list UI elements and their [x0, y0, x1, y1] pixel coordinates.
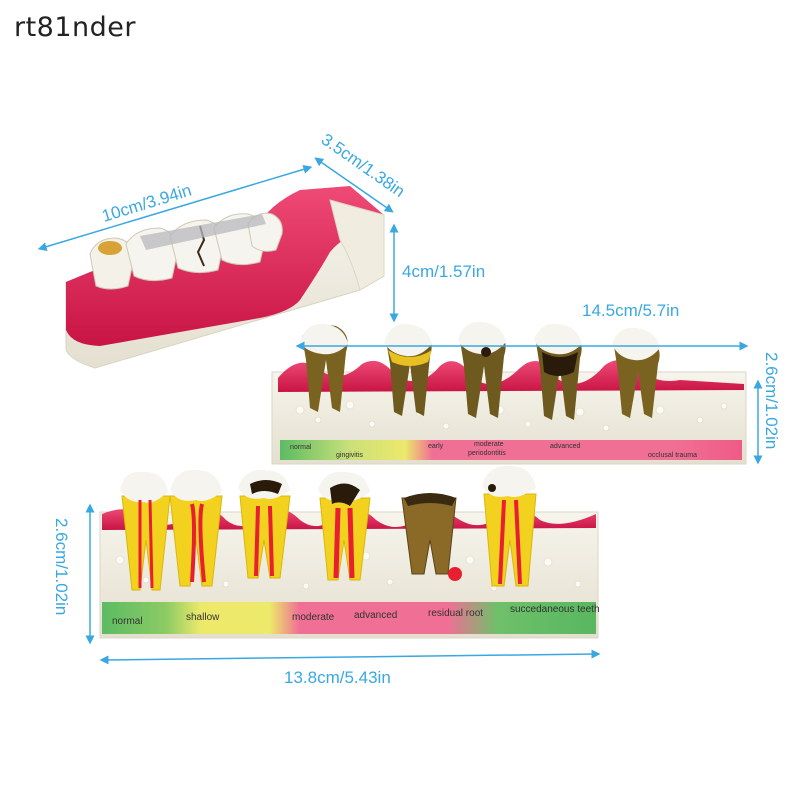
watermark: rt81nder — [14, 12, 137, 43]
dim-arrow-model1-length — [37, 164, 313, 252]
caries-label-advanced: advanced — [354, 610, 397, 621]
perio-label-gingivitis: gingivitis — [336, 452, 363, 459]
dimension-annotations — [37, 157, 763, 665]
periodontal-stage-labels: normal gingivitis early moderate periodo… — [290, 441, 697, 459]
caries-stage-stripe — [102, 602, 596, 634]
dim-label-model1-height: 4cm/1.57in — [402, 262, 485, 281]
perio-label-moderate: moderate — [474, 441, 504, 448]
caries-label-shallow: shallow — [186, 612, 220, 623]
dim-label-model2-length: 14.5cm/5.7in — [582, 301, 679, 320]
caries-teeth — [120, 465, 537, 591]
caries-tooth-moderate — [238, 469, 291, 579]
periodontal-model: normal gingivitis early moderate periodo… — [271, 321, 747, 465]
dim-label-model1-length: 10cm/3.94in — [100, 181, 194, 226]
dim-label-model3-length: 13.8cm/5.43in — [284, 668, 391, 687]
perio-label-advanced: advanced — [550, 443, 580, 450]
caries-tooth-residual-root — [401, 493, 462, 581]
abscess — [448, 567, 462, 581]
perio-label-normal: normal — [290, 444, 312, 451]
dim-label-model2-height: 2.6cm/1.02in — [762, 352, 781, 449]
caries-model: normal shallow moderate advanced residua… — [99, 465, 600, 639]
perio-label-occlusal-trauma: occlusal trauma — [648, 452, 697, 459]
caries-tooth-succedaneous — [482, 465, 537, 587]
caries-stage-labels: normal shallow moderate advanced residua… — [112, 604, 600, 627]
caries-tooth-normal — [120, 471, 171, 591]
dim-label-model3-height: 2.6cm/1.02in — [52, 518, 71, 615]
caries-label-normal: normal — [112, 616, 143, 627]
periodontal-stage-stripe — [280, 440, 742, 460]
dim-arrow-model3-length — [99, 649, 601, 665]
caries-label-residual-root: residual root — [428, 608, 483, 619]
caries-tooth-advanced — [318, 471, 371, 581]
dim-arrow-model1-width — [314, 157, 394, 213]
perio-label-periodontitis: periodontitis — [468, 450, 506, 457]
periodontal-bone-texture — [295, 400, 728, 432]
gold-inlay — [98, 241, 122, 255]
perio-label-early: early — [428, 443, 444, 450]
caries-tooth-shallow — [169, 469, 223, 587]
jaw-section-face — [329, 199, 385, 291]
caries-label-moderate: moderate — [292, 612, 335, 623]
caries-label-succedaneous-teeth: succedaneous teeth — [510, 604, 600, 615]
